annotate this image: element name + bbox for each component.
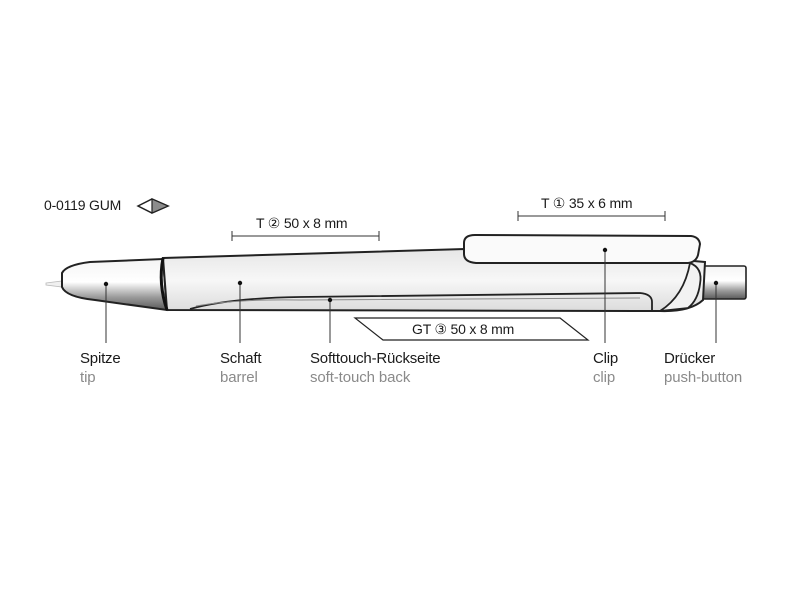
part-label-clip-en: clip xyxy=(593,369,616,386)
part-label-clip: Clip xyxy=(593,350,619,367)
part-label-barrel: Schaft xyxy=(220,350,262,367)
part-label-tip-en: tip xyxy=(80,369,96,386)
product-code: 0-0119 GUM xyxy=(44,197,122,213)
pen-refill-tip xyxy=(45,280,63,288)
print-area-back-label: GT ③ 50 x 8 mm xyxy=(412,321,515,337)
leader-lines xyxy=(105,250,717,343)
dimension-line-barrel xyxy=(231,231,380,241)
pen-softtouch-back xyxy=(189,292,653,310)
part-label-softtouch-en: soft-touch back xyxy=(310,369,411,386)
print-area-clip-label: T ① 35 x 6 mm xyxy=(541,195,633,211)
print-area-barrel-label: T ② 50 x 8 mm xyxy=(256,215,348,231)
part-label-push-button-en: push-button xyxy=(664,369,743,386)
print-area-frame-back xyxy=(353,317,590,341)
part-label-barrel-en: barrel xyxy=(220,369,258,386)
part-label-tip: Spitze xyxy=(80,350,121,367)
pen-push-button xyxy=(699,265,747,300)
dimension-line-clip xyxy=(517,211,666,221)
pen-clip xyxy=(463,233,702,312)
part-label-softtouch: Softtouch-Rückseite xyxy=(310,350,441,367)
leader-dots xyxy=(103,247,719,303)
diamond-icon xyxy=(136,198,170,214)
part-label-push-button: Drücker xyxy=(664,350,716,367)
pen-tip xyxy=(61,257,169,312)
